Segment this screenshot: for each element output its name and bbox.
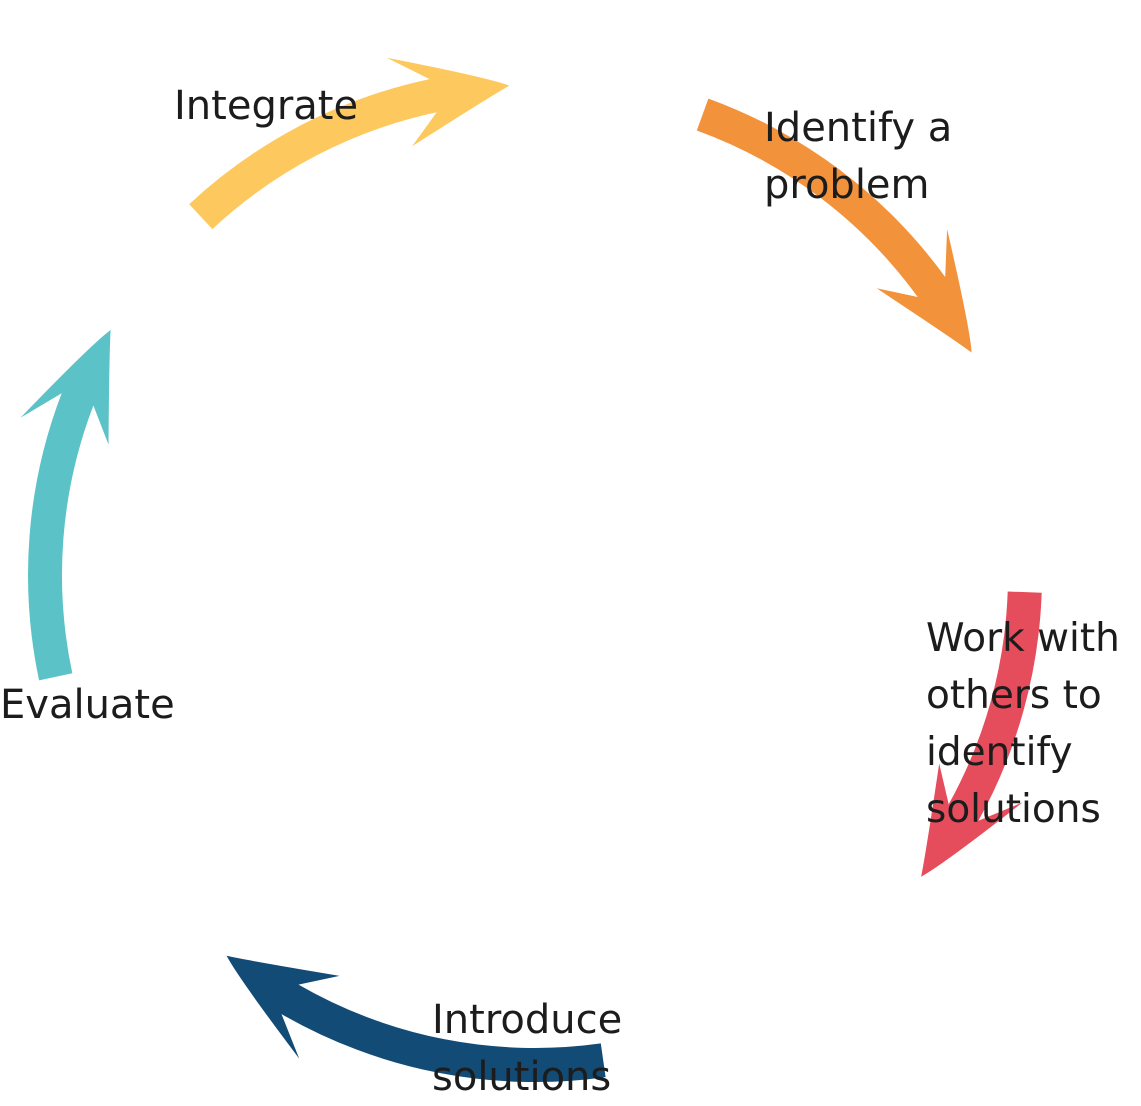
step-label-evaluate: Evaluate	[0, 677, 175, 734]
step-label-line: Evaluate	[0, 682, 175, 728]
step-label-line: identify	[926, 730, 1073, 775]
step-label-identify-a-problem: Identify a problem	[764, 100, 952, 214]
step-label-line: Identify a	[764, 105, 953, 151]
step-label-line: Work with	[926, 616, 1120, 661]
evaluate-to-integrate-arrow	[226, 955, 606, 1083]
work-to-introduce-arrow	[696, 98, 972, 353]
integrate-to-identify-arrow	[20, 330, 111, 681]
step-label-line: Integrate	[174, 83, 359, 129]
step-label-line: solutions	[432, 1054, 612, 1100]
step-label-line: problem	[764, 162, 930, 208]
step-label-line: Introduce	[432, 997, 623, 1043]
step-label-line: solutions	[926, 787, 1101, 832]
identify-to-work-arrow	[189, 57, 510, 230]
introduce-to-evaluate-arrow	[921, 591, 1042, 877]
step-label-integrate: Integrate	[174, 78, 358, 135]
step-label-line: others to	[926, 673, 1102, 718]
step-label-work-with-others: Work with others to identify solutions	[926, 610, 1120, 838]
step-label-introduce-solutions: Introduce solutions	[432, 992, 622, 1106]
